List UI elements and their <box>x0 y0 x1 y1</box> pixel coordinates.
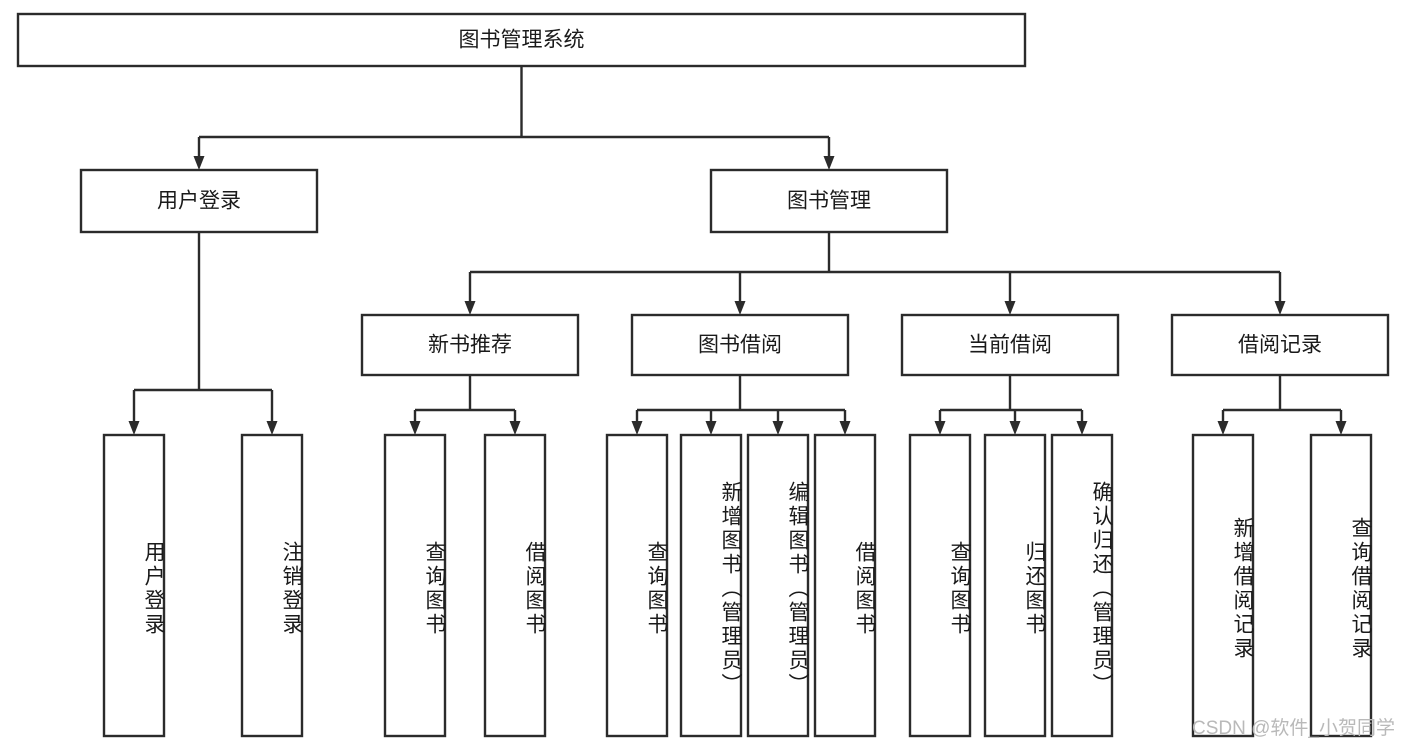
node-leaf-5-新增图书（管理员）[interactable] <box>679 433 743 738</box>
connector-arrowhead <box>1274 301 1286 315</box>
node-rect <box>709 168 949 234</box>
node-rect <box>983 433 1047 738</box>
node-rect <box>813 433 877 738</box>
node-label: 新书推荐 <box>428 334 512 357</box>
node-level3-借阅记录[interactable]: 借阅记录 <box>1170 313 1390 377</box>
connector-arrowhead <box>1217 421 1229 435</box>
connector-arrowhead <box>266 421 278 435</box>
node-label: 借阅记录 <box>1238 334 1322 357</box>
connector-arrowhead <box>464 301 476 315</box>
node-rect <box>102 433 166 738</box>
node-rect <box>679 433 743 738</box>
node-rect <box>1170 313 1390 377</box>
connector-arrowhead <box>823 156 835 170</box>
connector-arrowhead <box>1004 301 1016 315</box>
connector-arrowhead <box>509 421 521 435</box>
connector-arrowhead <box>193 156 205 170</box>
connector-arrowhead <box>1076 421 1088 435</box>
node-rect <box>16 12 1027 68</box>
node-label: 图书管理 <box>787 190 871 213</box>
node-rect <box>1050 433 1114 738</box>
node-rect <box>1309 433 1373 738</box>
node-rect <box>483 433 547 738</box>
node-leaf-0-用户登录[interactable] <box>102 433 166 738</box>
node-leaf-3-借阅图书[interactable] <box>483 433 547 738</box>
node-rect <box>383 433 447 738</box>
node-rect <box>79 168 319 234</box>
node-rect <box>908 433 972 738</box>
node-label: 图书借阅 <box>698 334 782 357</box>
node-leaf-7-借阅图书[interactable] <box>813 433 877 738</box>
node-root-图书管理系统[interactable]: 图书管理系统 <box>16 12 1027 68</box>
connector-arrowhead <box>705 421 717 435</box>
node-rect <box>360 313 580 377</box>
connector-arrowhead <box>128 421 140 435</box>
connector-arrowhead <box>934 421 946 435</box>
node-leaf-2-查询图书[interactable] <box>383 433 447 738</box>
node-level2-图书管理[interactable]: 图书管理 <box>709 168 949 234</box>
node-leaf-4-查询图书[interactable] <box>605 433 669 738</box>
node-level3-图书借阅[interactable]: 图书借阅 <box>630 313 850 377</box>
node-rect <box>605 433 669 738</box>
node-rect <box>630 313 850 377</box>
csdn-watermark: CSDN @软件_小贺同学 <box>1192 718 1395 739</box>
node-rect <box>240 433 304 738</box>
node-label: 图书管理系统 <box>459 29 585 52</box>
connector-arrowhead <box>772 421 784 435</box>
connector-arrowhead <box>1009 421 1021 435</box>
connector-arrowhead <box>1335 421 1347 435</box>
connector-line <box>938 375 1084 421</box>
connector-arrowhead <box>734 301 746 315</box>
node-leaf-8-查询图书[interactable] <box>908 433 972 738</box>
node-leaf-1-注销登录[interactable] <box>240 433 304 738</box>
node-leaf-12-查询借阅记录[interactable] <box>1309 433 1373 738</box>
node-level2-用户登录[interactable]: 用户登录 <box>79 168 319 234</box>
node-label: 当前借阅 <box>968 334 1052 357</box>
node-level3-当前借阅[interactable]: 当前借阅 <box>900 313 1120 377</box>
node-leaf-6-编辑图书（管理员）[interactable] <box>746 433 810 738</box>
connector-arrowhead <box>839 421 851 435</box>
connector-line <box>132 232 274 421</box>
node-level3-新书推荐[interactable]: 新书推荐 <box>360 313 580 377</box>
connector-line <box>468 232 1282 301</box>
connector-line <box>635 375 847 421</box>
node-leaf-9-归还图书[interactable] <box>983 433 1047 738</box>
connector-line <box>1221 375 1343 421</box>
connector-line <box>197 66 831 156</box>
node-rect <box>746 433 810 738</box>
node-label: 用户登录 <box>157 190 241 213</box>
node-rect <box>1191 433 1255 738</box>
node-leaf-10-确认归还（管理员）[interactable] <box>1050 433 1114 738</box>
node-leaf-11-新增借阅记录[interactable] <box>1191 433 1255 738</box>
node-rect <box>900 313 1120 377</box>
connector-arrowhead <box>631 421 643 435</box>
connector-line <box>413 375 517 421</box>
connector-arrowhead <box>409 421 421 435</box>
